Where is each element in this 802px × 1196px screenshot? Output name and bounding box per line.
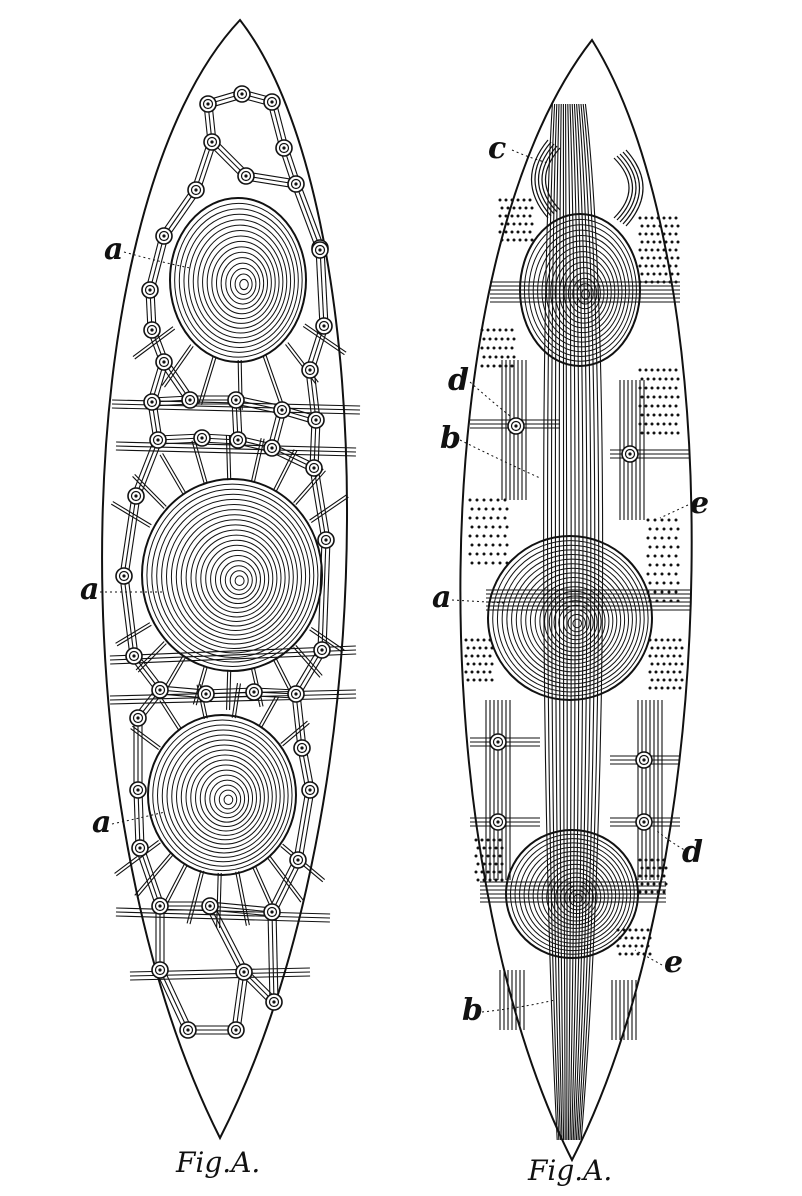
left-small-circle	[131, 839, 149, 857]
left-small-circle	[151, 681, 169, 699]
label-a-2: a	[80, 572, 99, 607]
left-small-circle	[129, 781, 147, 799]
left-small-circle	[289, 851, 307, 869]
left-small-circle	[263, 903, 281, 921]
left-small-circle	[155, 353, 173, 371]
left-small-circle	[301, 781, 319, 799]
right-small-circles	[489, 417, 653, 831]
left-small-circle	[237, 167, 255, 185]
left-small-circle	[125, 647, 143, 665]
left-small-circle	[245, 683, 263, 701]
right-side-lines	[470, 281, 690, 1040]
left-small-circle	[143, 393, 161, 411]
left-small-circle	[265, 993, 283, 1011]
label-e-1: e	[690, 486, 709, 521]
left-small-circle	[115, 567, 133, 585]
left-small-circle	[235, 963, 253, 981]
left-small-circle	[143, 321, 161, 339]
caption-left: Fig.A.	[175, 1146, 260, 1179]
left-shield-outline	[101, 18, 348, 1141]
left-small-circle	[127, 487, 145, 505]
left-small-circle	[201, 897, 219, 915]
left-small-circle	[275, 139, 293, 157]
left-small-circle	[317, 531, 335, 549]
left-concentric-circles	[141, 197, 323, 876]
left-small-circle	[193, 429, 211, 447]
left-small-circle	[151, 961, 169, 979]
left-small-circle	[293, 739, 311, 757]
left-small-circle	[287, 175, 305, 193]
left-network-lines	[109, 89, 361, 1035]
left-small-circle	[141, 281, 159, 299]
left-small-circle	[179, 1021, 197, 1039]
left-small-circle	[227, 1021, 245, 1039]
label-e-2: e	[664, 945, 683, 980]
captions: Fig.A. Fig.A.	[175, 1146, 612, 1187]
label-a-4: a	[432, 580, 451, 615]
leader-lines	[100, 149, 689, 1013]
label-b-1: b	[440, 421, 461, 456]
right-shield	[459, 38, 693, 1163]
right-small-circle	[635, 751, 653, 769]
left-small-circle	[129, 709, 147, 727]
right-small-circle	[621, 445, 639, 463]
right-central-band	[543, 103, 604, 1141]
right-shield-outline	[459, 38, 693, 1163]
left-small-circle	[263, 439, 281, 457]
left-small-circle	[151, 897, 169, 915]
left-small-circle	[187, 181, 205, 199]
right-small-circle	[489, 733, 507, 751]
left-small-circle	[305, 459, 323, 477]
left-small-circle	[307, 411, 325, 429]
left-small-circle	[287, 685, 305, 703]
left-small-circle	[203, 133, 221, 151]
right-concentric-circle-top	[519, 213, 641, 367]
left-small-circle	[313, 641, 331, 659]
left-small-circle	[229, 431, 247, 449]
left-small-circle	[301, 361, 319, 379]
left-small-circle	[199, 95, 217, 113]
right-small-circle	[489, 813, 507, 831]
label-c: c	[488, 131, 506, 166]
left-small-circle	[315, 317, 333, 335]
right-small-circle	[507, 417, 525, 435]
right-c-arcs	[530, 139, 644, 227]
label-d-1: d	[448, 363, 469, 398]
left-small-circle	[233, 85, 251, 103]
right-concentric-circle-middle	[487, 535, 653, 701]
left-shield	[101, 18, 361, 1141]
left-small-circle	[227, 391, 245, 409]
labels: a a a c d b e a d e b	[80, 131, 709, 1028]
label-a-3: a	[92, 805, 111, 840]
left-small-circle	[263, 93, 281, 111]
right-small-circle	[635, 813, 653, 831]
right-concentric-circles	[487, 213, 653, 959]
left-small-circle	[311, 241, 329, 259]
right-concentric-circle-bottom	[505, 829, 639, 959]
label-d-2: d	[682, 835, 703, 870]
left-concentric-circle-middle	[141, 478, 323, 672]
label-b-2: b	[462, 993, 483, 1028]
left-small-circle	[149, 431, 167, 449]
left-concentric-circle-top	[169, 197, 307, 363]
left-small-circle	[197, 685, 215, 703]
label-a-1: a	[104, 232, 123, 267]
left-small-circle	[181, 391, 199, 409]
left-small-circles	[115, 85, 335, 1039]
right-dot-patterns	[464, 198, 684, 956]
caption-right: Fig.A.	[527, 1154, 612, 1187]
left-concentric-circle-bottom	[147, 714, 297, 876]
left-small-circle	[273, 401, 291, 419]
left-small-circle	[155, 227, 173, 245]
